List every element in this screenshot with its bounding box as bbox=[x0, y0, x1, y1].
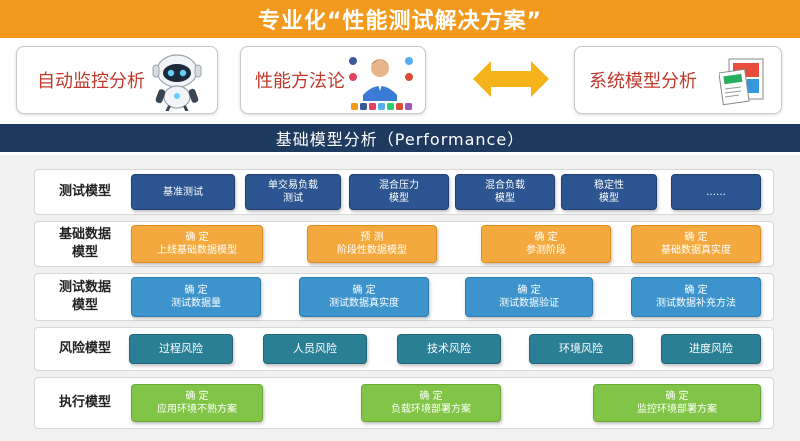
model-item: 确 定测试数据补充方法 bbox=[631, 277, 761, 317]
row-label: 测试数据模型 bbox=[58, 280, 111, 313]
performance-methodology-label: 性能方法论 bbox=[255, 71, 345, 92]
model-item: 混合压力模型 bbox=[349, 174, 449, 210]
model-item: 进度风险 bbox=[661, 334, 761, 364]
execution-model-row: 执行模型 确 定应用环境不熟方案 确 定负载环境部署方案 确 定监控环境部署方案 bbox=[34, 377, 774, 429]
risk-model-row: 风险模型 过程风险 人员风险 技术风险 环境风险 进度风险 bbox=[34, 327, 774, 371]
model-panel: 测试模型 基准测试 单交易负载测试 混合压力模型 混合负载模型 稳定性模型 ……… bbox=[0, 155, 800, 441]
model-item: 环境风险 bbox=[529, 334, 633, 364]
test-model-row: 测试模型 基准测试 单交易负载测试 混合压力模型 混合负载模型 稳定性模型 …… bbox=[34, 169, 774, 215]
model-item: 确 定测试数据量 bbox=[131, 277, 261, 317]
section-title: 基础模型分析（Performance） bbox=[0, 124, 800, 152]
model-item: 预 测阶段性数据模型 bbox=[307, 225, 437, 263]
row-label: 基础数据模型 bbox=[58, 227, 111, 260]
row-label: 测试模型 bbox=[58, 184, 111, 200]
double-arrow-icon bbox=[473, 61, 549, 97]
auto-monitor-analysis-box: 自动监控分析 bbox=[16, 46, 218, 114]
model-item: …… bbox=[671, 174, 761, 210]
model-item: 确 定测试数据验证 bbox=[465, 277, 593, 317]
model-item: 确 定基础数据真实度 bbox=[631, 225, 761, 263]
system-model-analysis-box: 系统模型分析 bbox=[574, 46, 782, 114]
row-label: 执行模型 bbox=[58, 395, 111, 411]
system-model-analysis-label: 系统模型分析 bbox=[589, 71, 697, 92]
model-item: 单交易负载测试 bbox=[245, 174, 341, 210]
row-label: 风险模型 bbox=[58, 341, 111, 357]
model-item: 混合负载模型 bbox=[455, 174, 555, 210]
robot-icon bbox=[152, 54, 202, 111]
reports-icon bbox=[719, 58, 764, 106]
model-item: 人员风险 bbox=[263, 334, 367, 364]
auto-monitor-analysis-label: 自动监控分析 bbox=[37, 71, 145, 92]
base-data-model-row: 基础数据模型 确 定上线基础数据模型 预 测阶段性数据模型 确 定参测阶段 确 … bbox=[34, 221, 774, 267]
performance-methodology-box: 性能方法论 bbox=[240, 46, 426, 114]
test-data-model-row: 测试数据模型 确 定测试数据量 确 定测试数据真实度 确 定测试数据验证 确 定… bbox=[34, 273, 774, 321]
model-item: 稳定性模型 bbox=[561, 174, 657, 210]
model-item: 确 定负载环境部署方案 bbox=[361, 384, 501, 422]
model-item: 技术风险 bbox=[397, 334, 501, 364]
model-item: 基准测试 bbox=[131, 174, 235, 210]
presenter-with-social-icons bbox=[349, 57, 413, 110]
model-item: 确 定参测阶段 bbox=[481, 225, 611, 263]
model-item: 过程风险 bbox=[129, 334, 233, 364]
model-item: 确 定应用环境不熟方案 bbox=[131, 384, 263, 422]
model-item: 确 定上线基础数据模型 bbox=[131, 225, 263, 263]
model-item: 确 定测试数据真实度 bbox=[299, 277, 429, 317]
page-title: 专业化“性能测试解决方案” bbox=[0, 0, 800, 38]
model-item: 确 定监控环境部署方案 bbox=[593, 384, 761, 422]
